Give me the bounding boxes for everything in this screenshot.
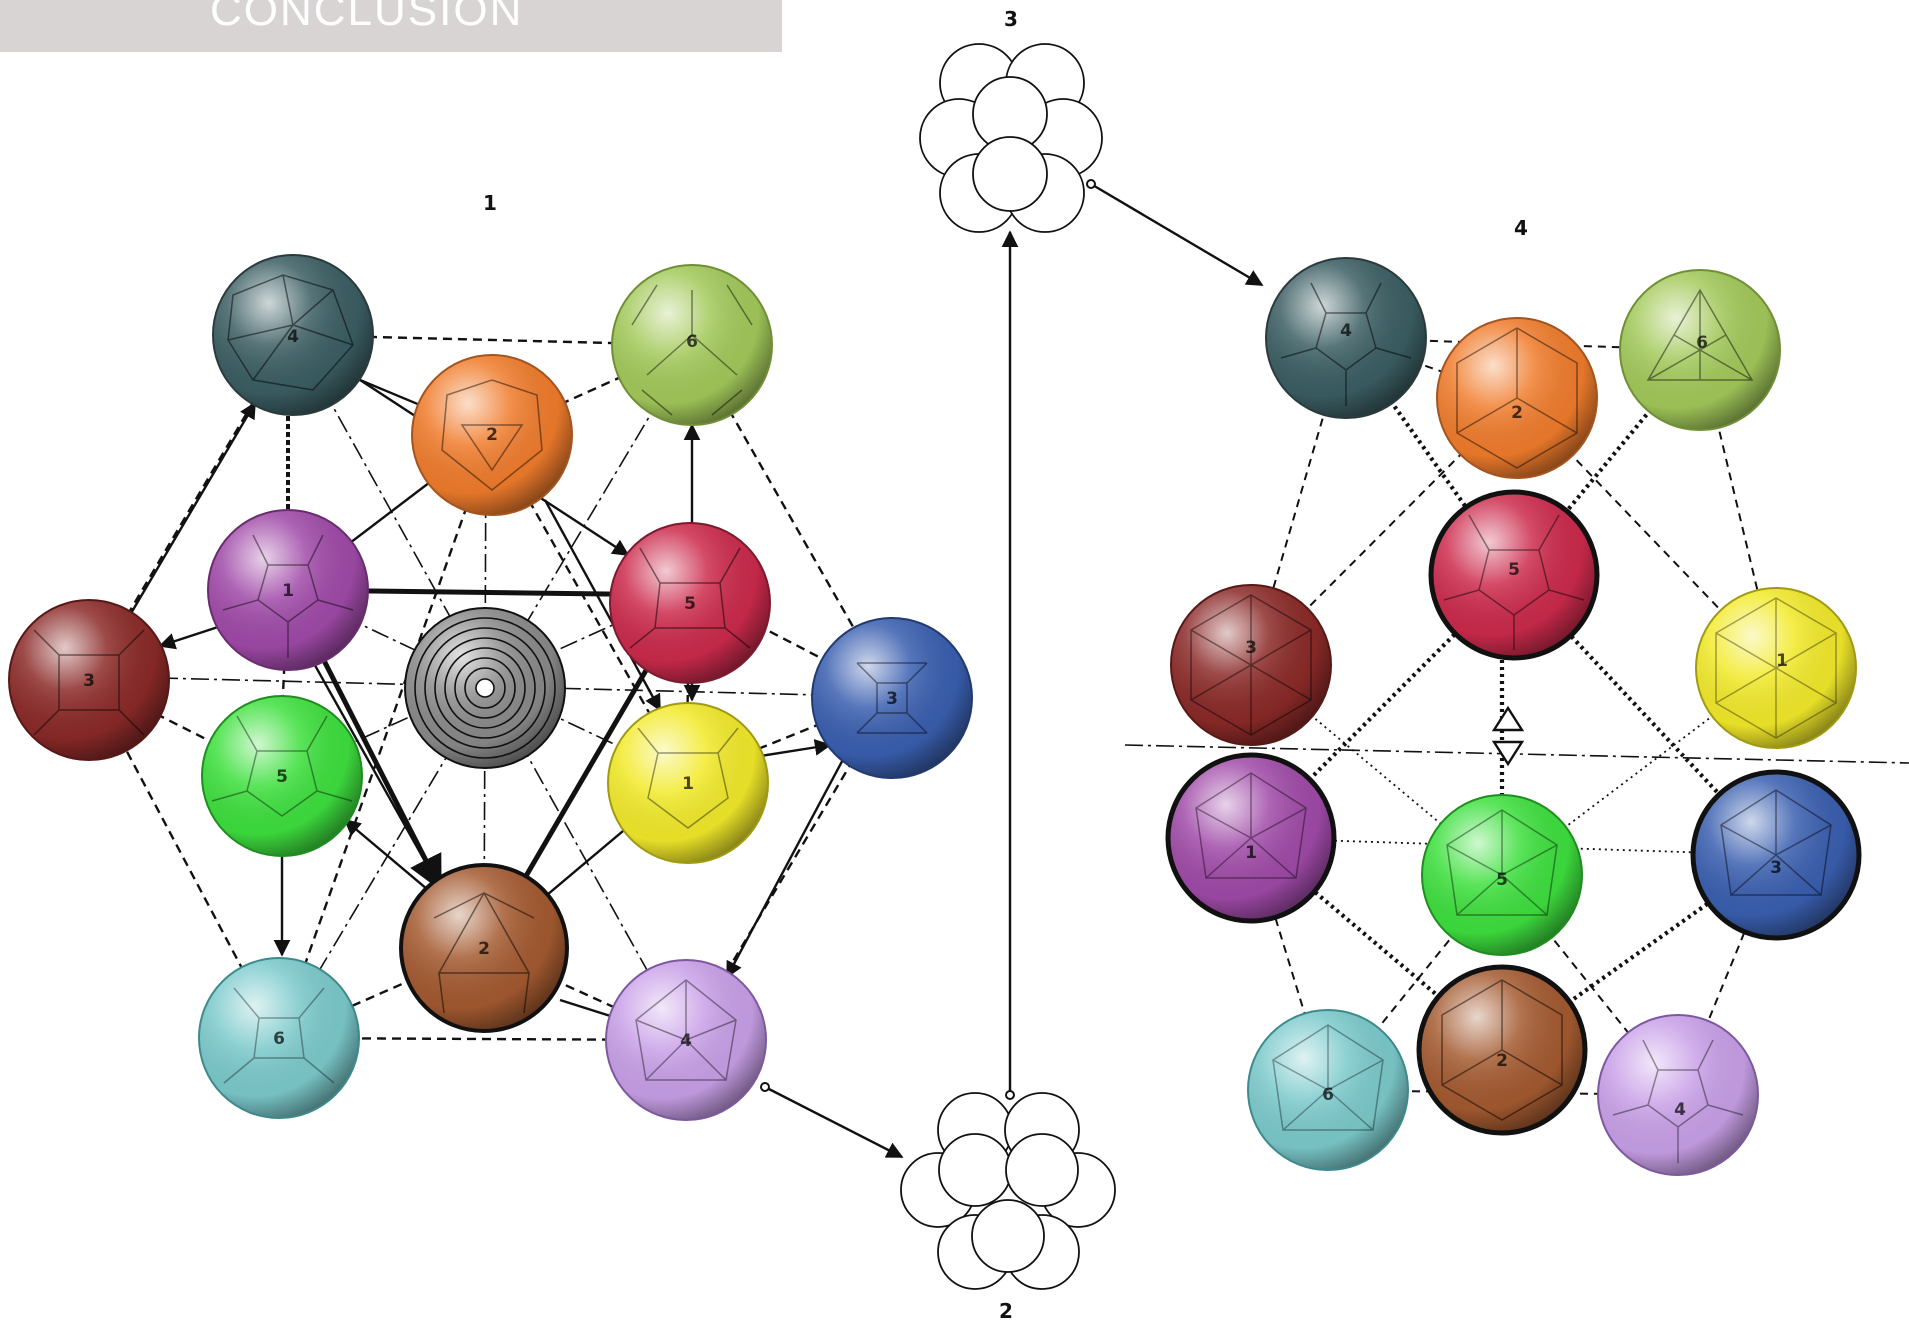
svg-text:5: 5 xyxy=(1496,870,1508,890)
svg-text:4: 4 xyxy=(1674,1100,1686,1120)
svg-text:4: 4 xyxy=(680,1031,692,1051)
svg-text:1: 1 xyxy=(682,774,694,794)
svg-text:5: 5 xyxy=(684,594,696,614)
f1-ball-4-lavender: 4 xyxy=(605,959,767,1121)
sphere-cluster-top xyxy=(919,43,1103,233)
down-triangle-icon xyxy=(1491,740,1525,767)
svg-text:3: 3 xyxy=(1245,638,1257,658)
svg-text:1: 1 xyxy=(282,581,294,601)
svg-text:2: 2 xyxy=(478,939,490,959)
panel-label-3: 3 xyxy=(1004,7,1018,31)
sphere-cluster-bottom xyxy=(900,1092,1116,1290)
svg-text:6: 6 xyxy=(686,332,698,352)
svg-text:6: 6 xyxy=(1322,1085,1334,1105)
f1-ball-5-green: 5 xyxy=(201,695,363,857)
svg-text:4: 4 xyxy=(287,327,299,347)
svg-text:6: 6 xyxy=(1696,333,1708,353)
panel-label-4: 4 xyxy=(1514,216,1528,240)
f1-ball-1-yellow: 1 xyxy=(607,702,769,864)
svg-text:2: 2 xyxy=(1511,403,1523,423)
panel-label-2: 2 xyxy=(999,1299,1013,1323)
f4-ball-3-blue: 3 xyxy=(1690,769,1862,941)
figure4-balls: 4 6 2 5 3 xyxy=(1165,257,1862,1176)
f4-ball-5-green: 5 xyxy=(1421,794,1583,956)
figure1-balls: 4 6 2 1 5 xyxy=(8,254,973,1121)
f1-ball-2-brown: 2 xyxy=(399,863,569,1033)
f4-ball-6-cyan: 6 xyxy=(1247,1009,1409,1171)
f4-ball-1-purple: 1 xyxy=(1165,752,1337,924)
svg-text:4: 4 xyxy=(1340,321,1352,341)
section-title: CONCLUSION xyxy=(210,0,524,35)
f4-ball-1-yellow: 1 xyxy=(1695,587,1857,749)
up-triangle-icon xyxy=(1491,705,1525,732)
f1-ball-5-crimson: 5 xyxy=(609,522,771,684)
svg-text:6: 6 xyxy=(273,1029,285,1049)
f4-ball-2-brown: 2 xyxy=(1416,964,1588,1136)
f1-ball-2-orange: 2 xyxy=(411,354,573,516)
f1-ball-6-lime: 6 xyxy=(611,264,773,426)
f4-ball-4-teal: 4 xyxy=(1265,257,1427,419)
packing-connector-arrows xyxy=(760,179,1264,1159)
svg-text:2: 2 xyxy=(1496,1051,1508,1071)
f1-ball-center xyxy=(404,607,566,769)
svg-text:1: 1 xyxy=(1776,651,1788,671)
section-header-tab: CONCLUSION xyxy=(0,0,782,52)
f4-ball-2-orange: 2 xyxy=(1436,317,1598,479)
svg-text:3: 3 xyxy=(1770,858,1782,878)
panel-label-1: 1 xyxy=(483,191,497,215)
f1-ball-3-maroon: 3 xyxy=(8,599,170,761)
svg-text:3: 3 xyxy=(83,671,95,691)
svg-text:2: 2 xyxy=(486,425,498,445)
f4-ball-3-maroon: 3 xyxy=(1170,584,1332,746)
svg-text:1: 1 xyxy=(1245,843,1257,863)
svg-text:5: 5 xyxy=(276,767,288,787)
f4-ball-6-lime: 6 xyxy=(1619,269,1781,431)
f1-ball-4-teal: 4 xyxy=(212,254,374,416)
f1-ball-3-blue: 3 xyxy=(811,617,973,779)
f4-ball-4-lavender: 4 xyxy=(1597,1014,1759,1176)
f1-ball-1-purple: 1 xyxy=(207,509,369,671)
f1-ball-6-cyan: 6 xyxy=(198,957,360,1119)
svg-text:5: 5 xyxy=(1508,560,1520,580)
svg-text:3: 3 xyxy=(886,689,898,709)
f4-ball-5-crimson: 5 xyxy=(1428,489,1600,661)
